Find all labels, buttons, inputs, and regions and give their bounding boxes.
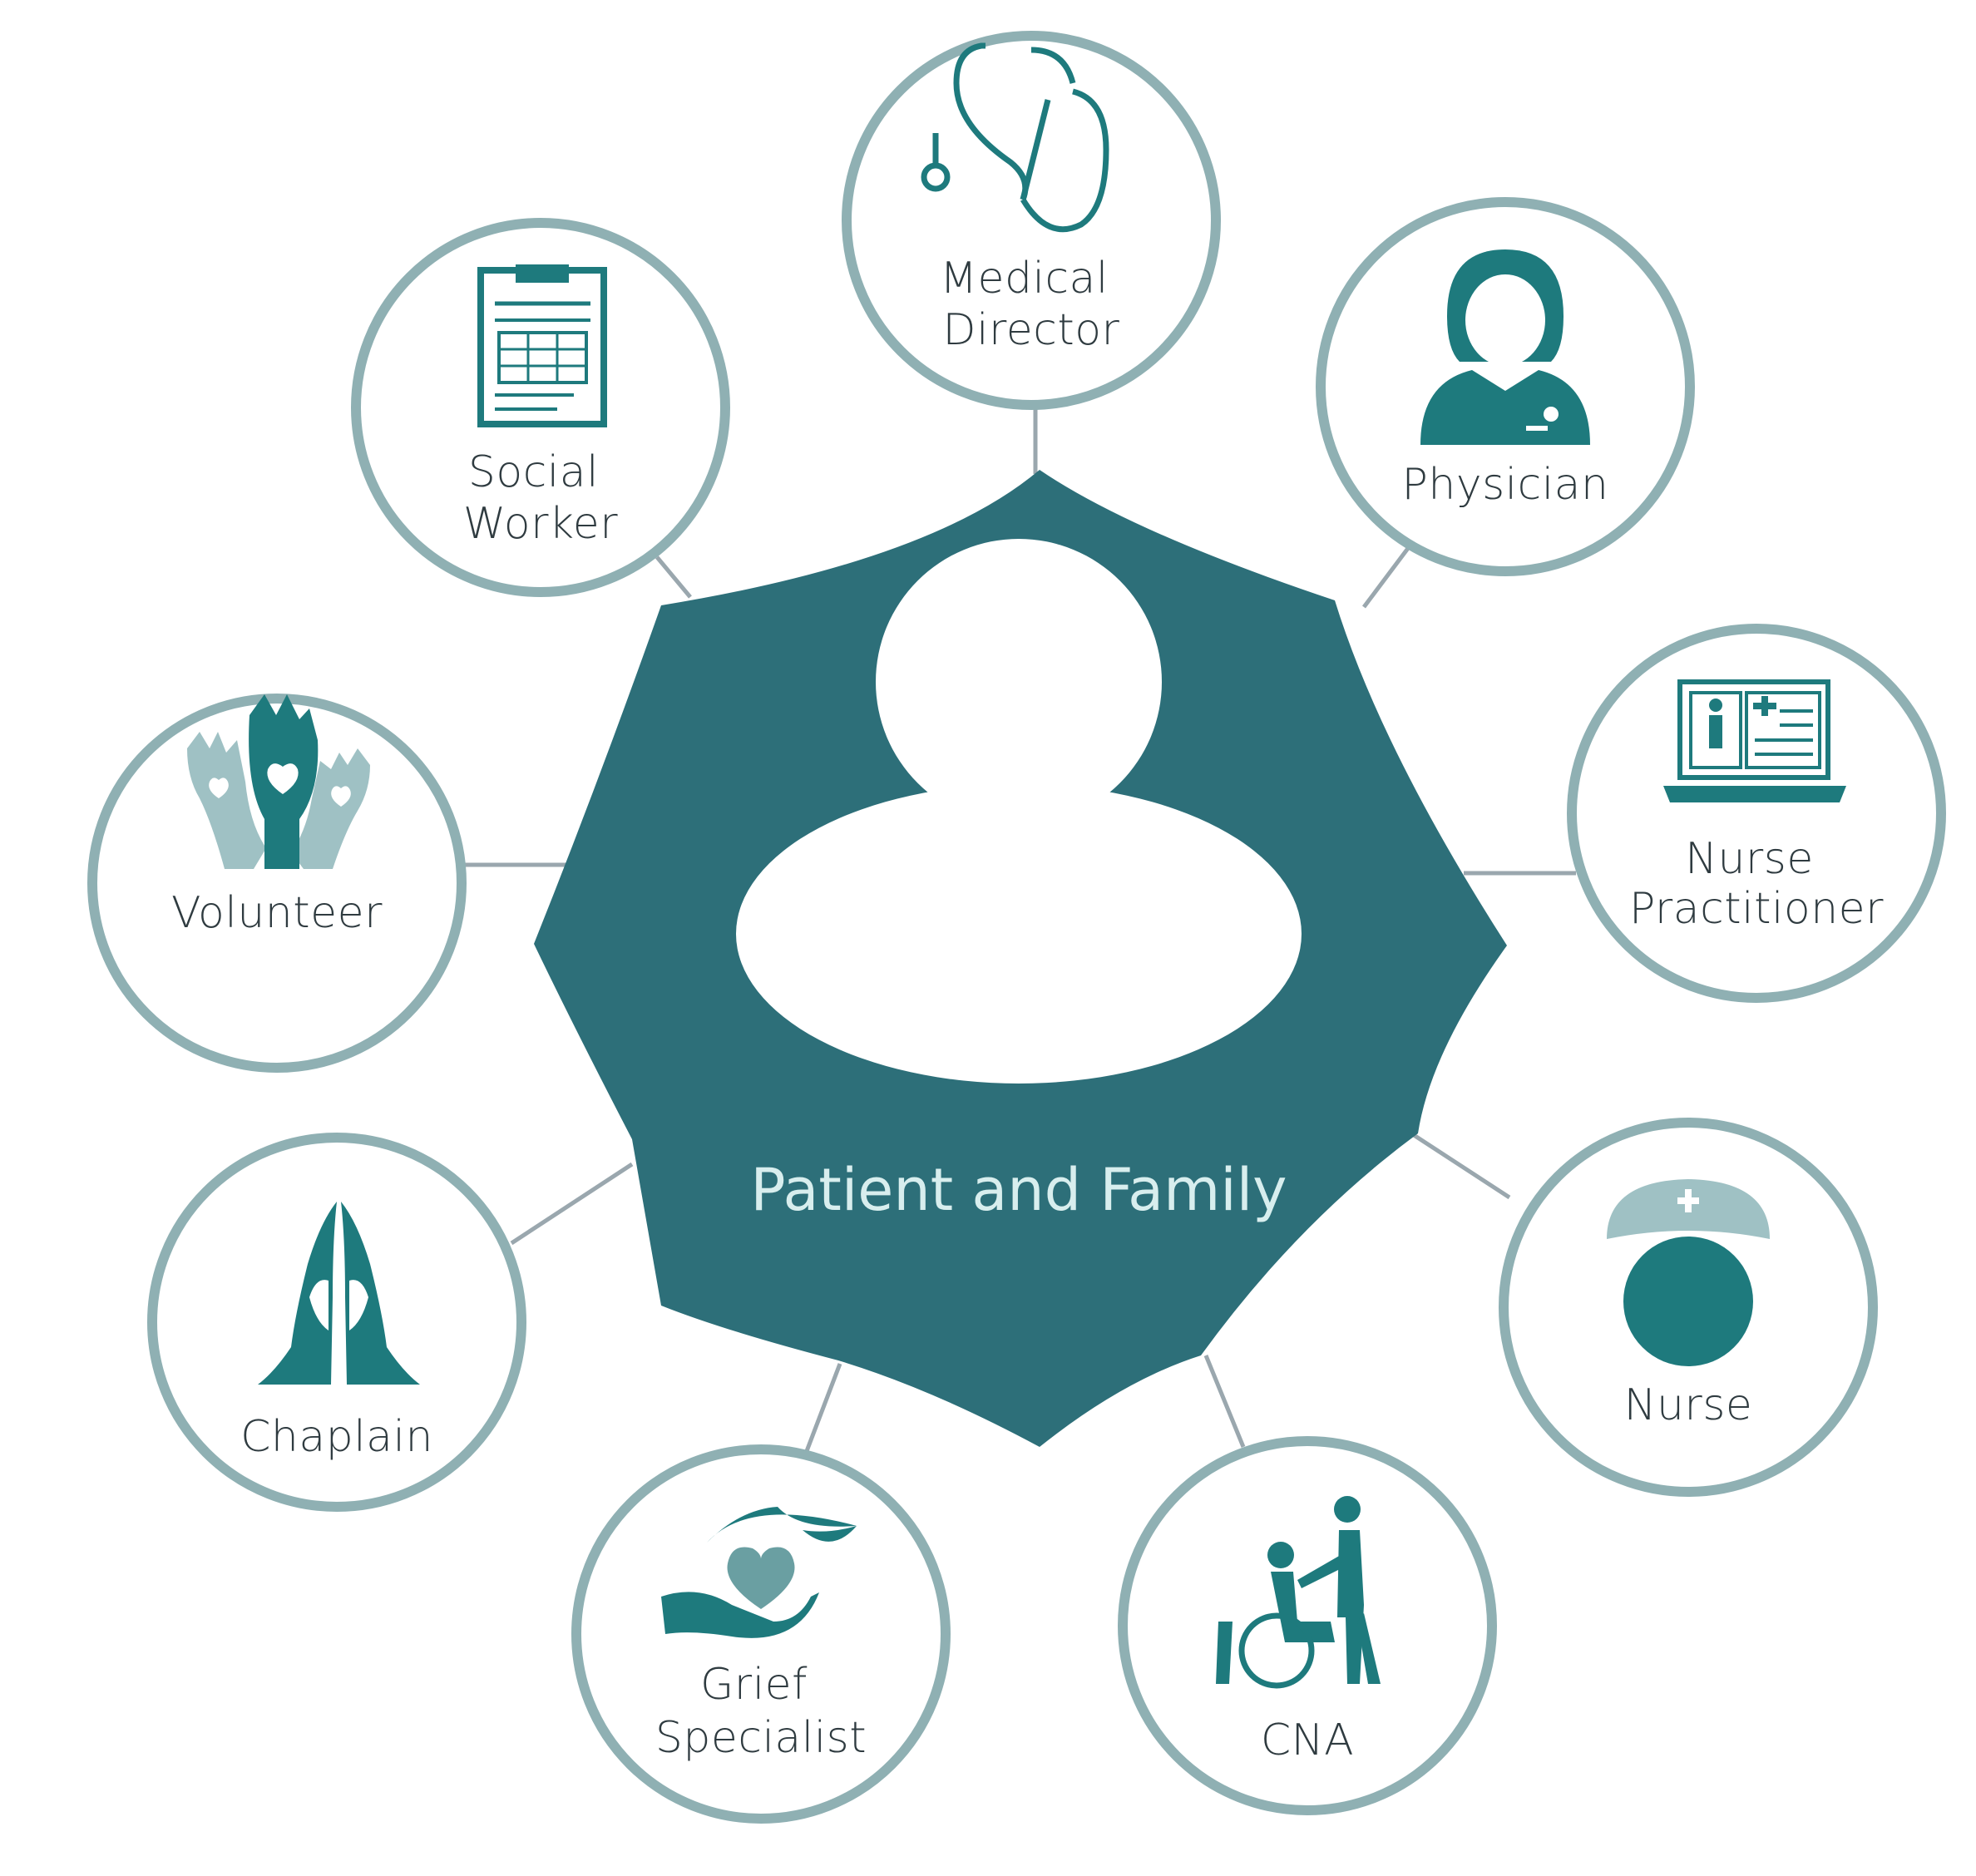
connector-chaplain bbox=[510, 1162, 634, 1246]
center-hub: Patient and Family bbox=[534, 470, 1507, 1447]
node-label: Physician bbox=[1402, 460, 1609, 510]
doctor-icon bbox=[1420, 249, 1590, 445]
person-icon bbox=[736, 539, 1302, 1084]
node-label: Volunteer bbox=[171, 888, 383, 938]
node-social-worker[interactable]: Social Worker bbox=[351, 218, 730, 597]
node-medical-director[interactable]: Medical Director bbox=[842, 31, 1221, 410]
center-label: Patient and Family bbox=[750, 1156, 1287, 1224]
node-nurse-practitioner[interactable]: Nurse Practitioner bbox=[1567, 624, 1946, 1003]
connector-grief-specialist bbox=[804, 1363, 842, 1452]
connectors bbox=[462, 407, 1576, 1452]
clipboard-icon bbox=[477, 264, 607, 427]
stethoscope-icon bbox=[921, 42, 1109, 233]
node-label: Nurse bbox=[1624, 1380, 1753, 1430]
node-label: Social Worker bbox=[463, 447, 618, 549]
praying-hands-icon bbox=[258, 1202, 420, 1385]
node-chaplain[interactable]: Chaplain bbox=[147, 1133, 526, 1512]
connector-social-worker bbox=[655, 555, 692, 599]
connector-physician bbox=[1362, 539, 1415, 609]
node-label: Grief Specialist bbox=[655, 1660, 867, 1763]
node-label: Nurse Practitioner bbox=[1629, 834, 1884, 934]
node-label: Medical Director bbox=[940, 254, 1123, 355]
node-cna[interactable]: CNA bbox=[1118, 1436, 1497, 1815]
laptop-chart-icon bbox=[1663, 679, 1846, 802]
node-label: CNA bbox=[1261, 1716, 1354, 1765]
node-nurse[interactable]: Nurse bbox=[1499, 1118, 1878, 1497]
wheelchair-assist-icon bbox=[1216, 1496, 1381, 1689]
node-physician[interactable]: Physician bbox=[1316, 197, 1695, 576]
connector-cna bbox=[1203, 1355, 1246, 1448]
connector-nurse bbox=[1412, 1133, 1511, 1200]
node-volunteer[interactable]: Volunteer bbox=[87, 694, 467, 1073]
nurse-cap-icon bbox=[1607, 1179, 1770, 1366]
raised-hands-icon bbox=[187, 694, 370, 869]
node-grief-specialist[interactable]: Grief Specialist bbox=[571, 1444, 951, 1824]
node-label: Chaplain bbox=[240, 1412, 433, 1462]
heart-hands-icon bbox=[661, 1507, 857, 1638]
